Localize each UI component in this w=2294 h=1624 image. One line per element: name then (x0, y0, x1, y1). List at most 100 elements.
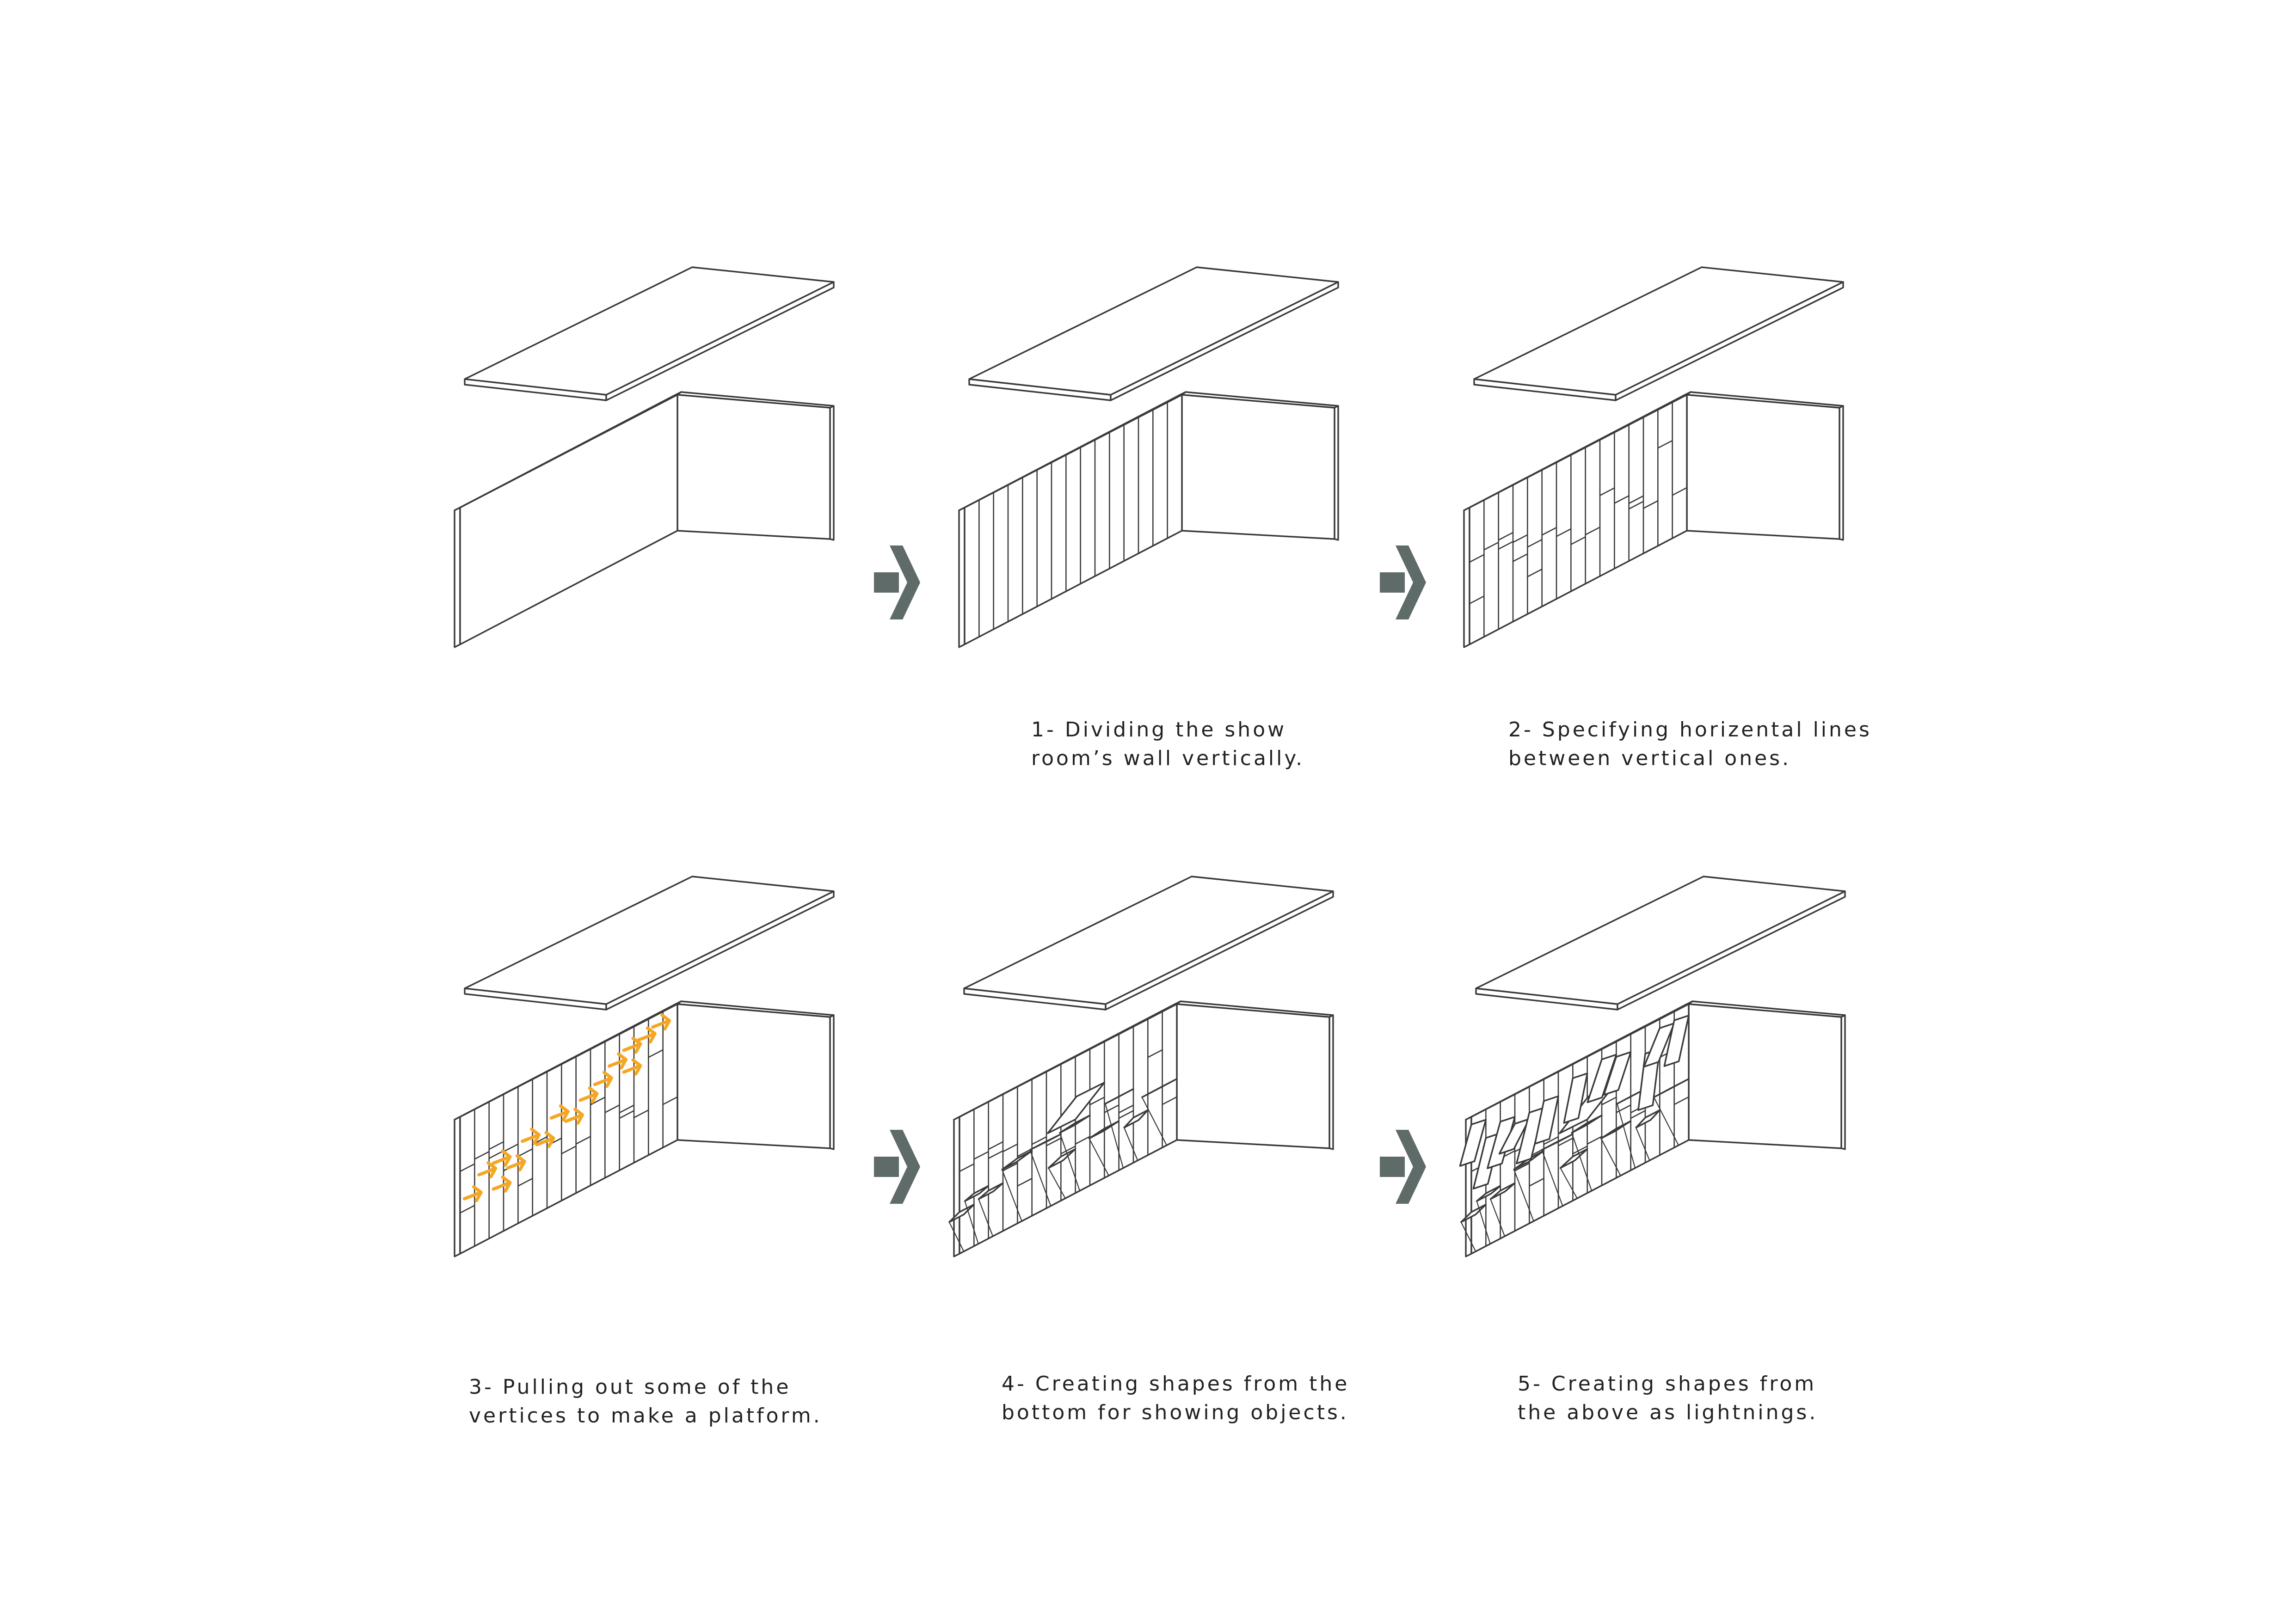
horizontal-line (1642, 500, 1659, 509)
side-wall-face (1688, 1003, 1842, 1149)
display-shelf-edge (1059, 1132, 1081, 1191)
main-wall-end-edge (953, 1116, 960, 1257)
panel-step-0 (454, 266, 835, 648)
horizontal-line (1614, 495, 1630, 504)
chevron-right-arrow-icon (874, 1130, 920, 1204)
lightning-fin (1487, 1116, 1516, 1169)
display-shelf-edge (948, 1221, 965, 1252)
ceiling-slab (968, 266, 1339, 401)
pull-out-arrow-icon (535, 1131, 555, 1148)
side-wall (1176, 1000, 1334, 1150)
horizontal-line (1118, 1104, 1134, 1114)
pull-out-arrow-icon (651, 1013, 671, 1031)
horizontal-line (1002, 1143, 1018, 1152)
ceiling-slab-top (1473, 266, 1844, 396)
caption-step-2-line-1: 2- Specifying horizental lines (1508, 718, 1872, 742)
display-shelf-edge (1490, 1198, 1506, 1237)
display-shelf (1541, 1133, 1574, 1151)
display-shelf (964, 1185, 990, 1202)
pull-out-arrow-icon (477, 1161, 498, 1178)
lightning-fin (1587, 1054, 1617, 1103)
display-shelf-edge (1617, 1103, 1636, 1169)
horizontal-line (1572, 1146, 1588, 1155)
horizontal-line (619, 1104, 635, 1114)
horizontal-line (517, 1177, 533, 1187)
chevron-right-arrow-icon (1380, 1130, 1426, 1204)
horizontal-line (1031, 1136, 1047, 1145)
main-wall (454, 391, 682, 648)
horizontal-line (1017, 1177, 1033, 1187)
caption-step-2-line-2: between vertical ones. (1508, 747, 1791, 770)
pull-out-arrow-icon (462, 1185, 483, 1202)
main-wall-face (1469, 394, 1688, 645)
horizontal-line (1570, 536, 1586, 545)
horizontal-line (1514, 1162, 1530, 1171)
horizontal-line (1002, 1162, 1018, 1171)
side-wall (1181, 391, 1339, 541)
horizontal-line (1118, 1110, 1134, 1119)
arrow-shaft (874, 1157, 899, 1177)
caption-step-4: 4- Creating shapes from the bottom for s… (1002, 1370, 1349, 1427)
side-wall (1686, 391, 1844, 541)
main-wall-end-edge (454, 507, 461, 648)
vertical-division-lines (1483, 401, 1673, 637)
arrow-shaft (874, 572, 899, 593)
horizontal-line (561, 1146, 577, 1155)
horizontal-line (1483, 541, 1499, 551)
pull-out-arrow-icon (608, 1052, 628, 1070)
horizontal-line (1512, 553, 1528, 562)
ceiling-slab (963, 876, 1334, 1011)
ceiling-slab-top (963, 876, 1334, 1005)
caption-step-1-line-2: room’s wall vertically. (1031, 747, 1305, 770)
top-lightning-shapes (1459, 1015, 1690, 1190)
horizontal-line (1587, 1136, 1603, 1145)
horizontal-line (973, 1151, 989, 1160)
horizontal-line (1556, 528, 1572, 537)
horizontal-line (1162, 1096, 1178, 1105)
ceiling-slab-top (1475, 876, 1846, 1005)
display-shelf-edge (1029, 1149, 1052, 1207)
caption-step-2: 2- Specifying horizental lines between v… (1508, 716, 1872, 773)
horizontal-line (1527, 539, 1543, 548)
display-shelf-edge (1560, 1167, 1578, 1199)
lightning-fin (1516, 1107, 1545, 1164)
display-shelf-edge (1635, 1127, 1650, 1161)
horizontal-line (619, 1110, 635, 1119)
display-shelf (1047, 1148, 1076, 1169)
horizontal-line (1512, 534, 1528, 543)
horizontal-line (517, 1148, 533, 1157)
caption-step-3: 3- Pulling out some of the vertices to m… (469, 1373, 822, 1430)
horizontal-line (1075, 1136, 1091, 1145)
display-shelf-edge (964, 1201, 979, 1244)
pull-out-arrow-icon (622, 1058, 642, 1076)
ceiling-slab (1475, 876, 1846, 1011)
horizontal-line (1529, 1177, 1544, 1187)
horizontal-line (1616, 1104, 1631, 1114)
arrow-shaft (1380, 572, 1405, 593)
display-shelf (1059, 1115, 1091, 1134)
panel-step-5 (1459, 876, 1846, 1257)
panel-step-1 (958, 266, 1339, 648)
horizontal-line (459, 1205, 475, 1214)
horizontal-line (1601, 1097, 1617, 1106)
display-shelf (1653, 1078, 1690, 1098)
arrow-chevron (1396, 545, 1426, 619)
lightning-fin (1534, 1095, 1559, 1145)
main-wall-end-edge (454, 1116, 461, 1257)
lightning-fin (1663, 1015, 1690, 1067)
horizontal-line (648, 1049, 664, 1058)
ceiling-slab-top (464, 876, 835, 1005)
horizontal-line (1147, 1049, 1163, 1058)
horizontal-line (633, 1109, 649, 1118)
ceiling-slab (1473, 266, 1844, 401)
horizontal-line (1498, 532, 1514, 541)
pull-out-arrow-icon (636, 1026, 657, 1044)
display-shelf-edge (1460, 1221, 1476, 1252)
horizontal-line (1104, 1104, 1119, 1114)
pull-out-arrow-icon (521, 1128, 541, 1145)
side-wall-face (1181, 394, 1335, 540)
display-shelf-edge (1541, 1149, 1563, 1207)
caption-step-5-line-2: the above as lightnings. (1518, 1401, 1818, 1424)
